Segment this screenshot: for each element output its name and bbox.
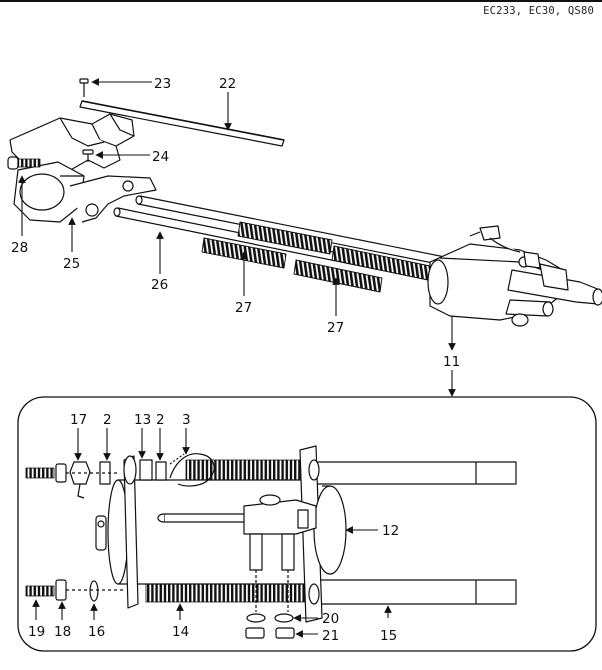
label-16: 16 xyxy=(88,624,105,640)
label-13: 13 xyxy=(134,412,151,428)
part-19-18-screws-upper xyxy=(25,463,120,483)
detail-frame xyxy=(17,396,597,652)
label-2a: 2 xyxy=(103,412,112,428)
label-15: 15 xyxy=(380,628,397,644)
label-23: 23 xyxy=(154,76,171,92)
label-2b: 2 xyxy=(156,412,165,428)
detail-assembly xyxy=(25,445,517,639)
label-27a: 27 xyxy=(235,300,252,316)
label-17: 17 xyxy=(70,412,87,428)
part-11-cylinder-unit xyxy=(427,225,602,327)
header-rule xyxy=(0,0,602,2)
part-labels: 23 22 24 28 25 26 27 27 11 17 2 13 2 3 1… xyxy=(11,76,460,644)
part-20-21-fasteners xyxy=(245,570,295,639)
label-27b: 27 xyxy=(327,320,344,336)
label-26: 26 xyxy=(151,277,168,293)
part-17-tab-washer xyxy=(69,461,91,499)
top-leaders xyxy=(18,78,456,397)
rear-flange xyxy=(299,445,323,623)
label-24: 24 xyxy=(152,149,169,165)
label-21: 21 xyxy=(322,628,339,644)
part-19-18-16-screws-lower xyxy=(25,579,124,602)
label-18: 18 xyxy=(54,624,71,640)
part-15-rods xyxy=(315,461,517,605)
part-12-end-disc xyxy=(313,485,347,575)
part-23-screw xyxy=(79,78,89,97)
label-14: 14 xyxy=(172,624,189,640)
label-11: 11 xyxy=(443,354,460,370)
label-25: 25 xyxy=(63,256,80,272)
label-28: 28 xyxy=(11,240,28,256)
part-22-strip xyxy=(79,100,285,147)
label-22: 22 xyxy=(219,76,236,92)
part-28-screw xyxy=(7,156,41,170)
part-24-screw xyxy=(82,149,94,162)
label-19: 19 xyxy=(28,624,45,640)
detail-leaders xyxy=(32,428,392,638)
bracket-block xyxy=(243,494,317,571)
model-label: EC233, EC30, QS80 xyxy=(483,5,594,17)
front-flange xyxy=(123,455,139,609)
part-25-housing xyxy=(9,113,157,223)
top-assembly xyxy=(7,78,602,327)
label-3: 3 xyxy=(182,412,191,428)
label-20: 20 xyxy=(322,611,339,627)
label-12: 12 xyxy=(382,523,399,539)
